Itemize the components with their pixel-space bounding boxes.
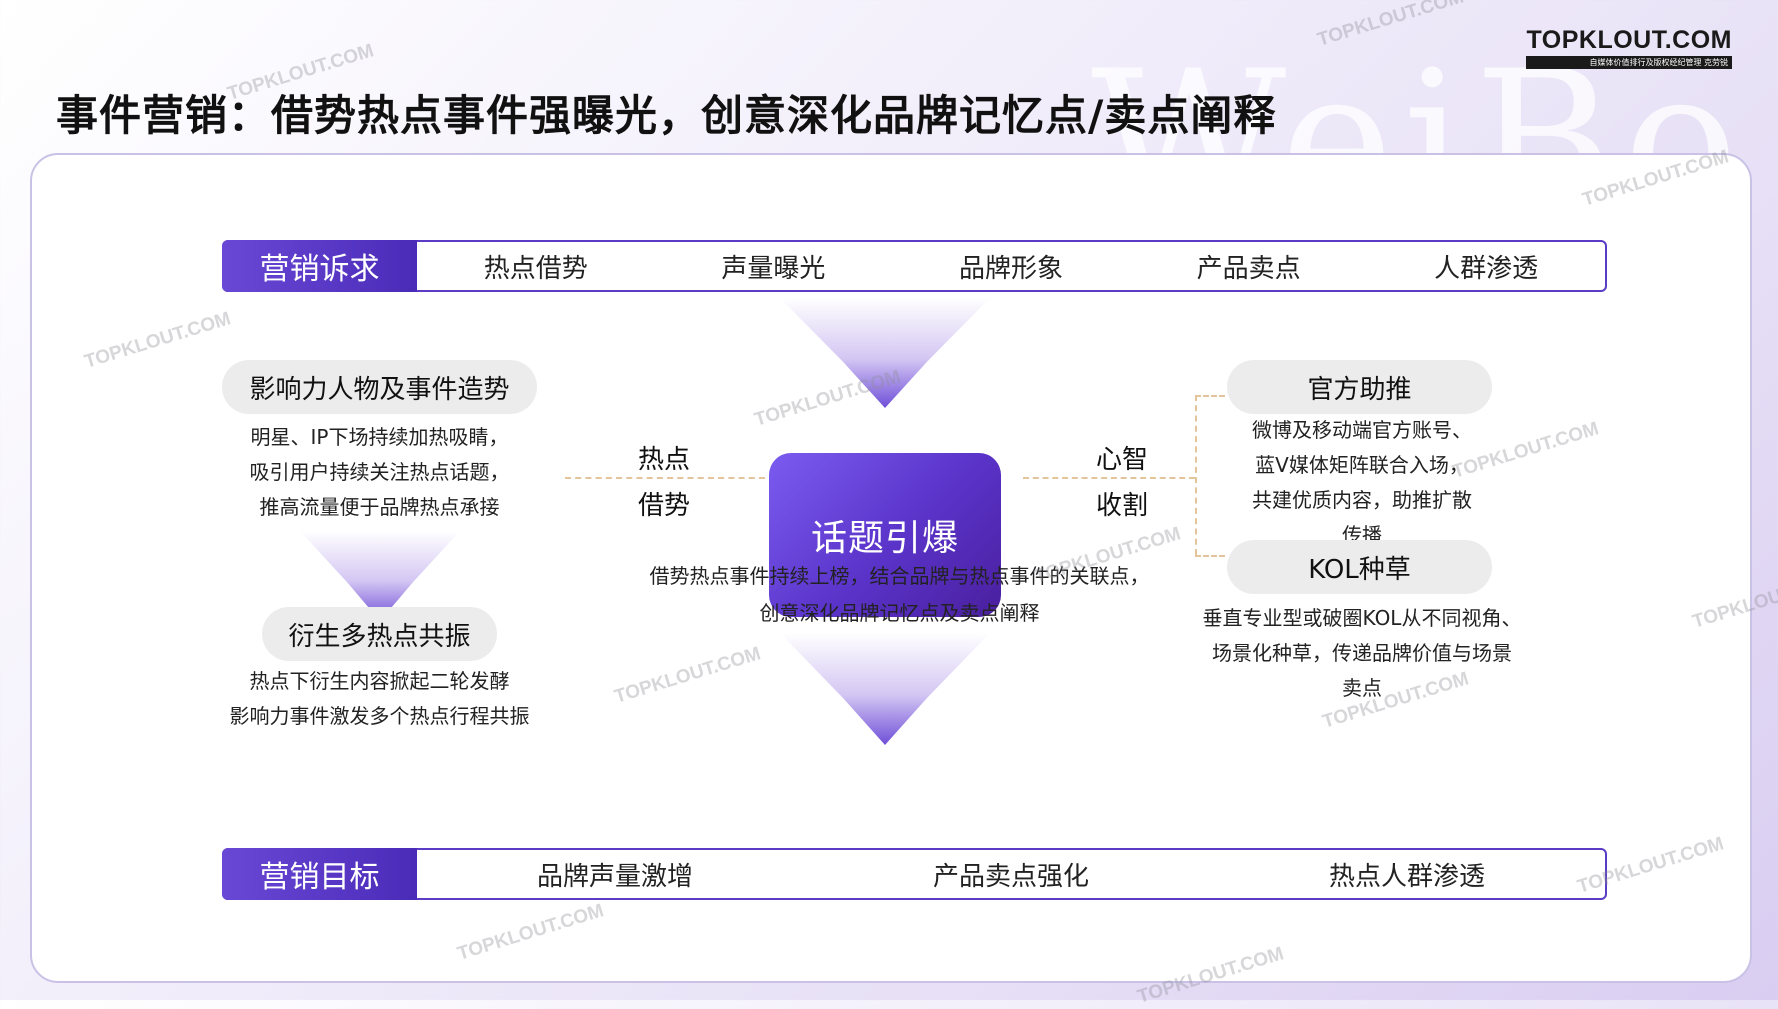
right-pill-official: 官方助推	[1227, 360, 1492, 414]
desc-line: 场景化种草，传递品牌价值与场景	[1212, 641, 1512, 665]
desc-line: 创意深化品牌记忆点及卖点阐释	[759, 601, 1040, 625]
arrow-down-bottom-icon	[780, 633, 990, 745]
desc-line: 热点下衍生内容掀起二轮发酵	[249, 669, 510, 693]
connector-right-bottom	[1195, 555, 1225, 557]
connector-right-bracket	[1195, 395, 1197, 555]
label-line: 收割	[1095, 491, 1148, 521]
logo-text: TOPKLOUT.COM	[1526, 26, 1732, 54]
desc-line: 卖点	[1342, 676, 1382, 700]
desc-line: 吸引用户持续关注热点话题，	[249, 460, 510, 484]
appeal-item: 声量曝光	[721, 253, 826, 284]
goal-label: 营销目标	[222, 848, 417, 900]
appeal-bar: 营销诉求 热点借势 声量曝光 品牌形象 产品卖点 人群渗透	[222, 240, 1607, 292]
appeal-item: 人群渗透	[1434, 253, 1539, 284]
right-pill-kol: KOL种草	[1227, 540, 1492, 594]
label-line: 热点	[637, 445, 690, 475]
left-desc-influence: 明星、IP下场持续加热吸睛， 吸引用户持续关注热点话题， 推高流量便于品牌热点承…	[222, 420, 537, 525]
appeal-item: 产品卖点	[1196, 253, 1301, 284]
appeal-item: 品牌形象	[958, 253, 1063, 284]
goal-item: 品牌声量激增	[536, 861, 693, 892]
goal-items: 品牌声量激增 产品卖点强化 热点人群渗透	[417, 856, 1605, 893]
left-pill-influence: 影响力人物及事件造势	[222, 360, 537, 414]
appeal-items: 热点借势 声量曝光 品牌形象 产品卖点 人群渗透	[417, 248, 1605, 285]
desc-line: 借势热点事件持续上榜，结合品牌与热点事件的关联点，	[649, 564, 1150, 588]
connector-right-top	[1195, 395, 1225, 397]
goal-bar: 营销目标 品牌声量激增 产品卖点强化 热点人群渗透	[222, 848, 1607, 900]
arrow-down-top-icon	[780, 298, 990, 408]
watermark: TOPKLOUT.COM	[1315, 0, 1467, 51]
appeal-label: 营销诉求	[222, 240, 417, 292]
label-line: 心智	[1095, 445, 1148, 475]
label-line: 借势	[637, 491, 690, 521]
desc-line: 垂直专业型或破圈KOL从不同视角、	[1202, 606, 1522, 630]
center-description: 借势热点事件持续上榜，结合品牌与热点事件的关联点， 创意深化品牌记忆点及卖点阐释	[592, 558, 1207, 632]
left-pill-resonance: 衍生多热点共振	[262, 607, 497, 661]
desc-line: 影响力事件激发多个热点行程共振	[229, 704, 530, 728]
logo-subtitle: 自媒体价值排行及版权经纪管理 克劳锐	[1526, 56, 1732, 69]
center-left-label: 热点 借势	[629, 437, 699, 529]
center-right-label: 心智 收割	[1087, 437, 1157, 529]
right-desc-official: 微博及移动端官方账号、 蓝V媒体矩阵联合入场， 共建优质内容，助推扩散 传播	[1212, 413, 1512, 553]
connector-right	[1023, 477, 1195, 479]
desc-line: 明星、IP下场持续加热吸睛，	[250, 425, 509, 449]
center-box-topic-explosion: 话题引爆	[769, 453, 1001, 617]
desc-line: 蓝V媒体矩阵联合入场，	[1255, 453, 1469, 477]
appeal-item: 热点借势	[483, 253, 588, 284]
desc-line: 推高流量便于品牌热点承接	[259, 495, 500, 519]
goal-item: 热点人群渗透	[1328, 861, 1485, 892]
left-desc-resonance: 热点下衍生内容掀起二轮发酵 影响力事件激发多个热点行程共振	[222, 664, 537, 734]
connector-left	[565, 477, 765, 479]
right-desc-kol: 垂直专业型或破圈KOL从不同视角、 场景化种草，传递品牌价值与场景 卖点	[1197, 601, 1527, 706]
desc-line: 共建优质内容，助推扩散	[1252, 488, 1472, 512]
goal-item: 产品卖点强化	[932, 861, 1089, 892]
diagram-card: 营销诉求 热点借势 声量曝光 品牌形象 产品卖点 人群渗透 影响力人物及事件造势…	[30, 153, 1752, 983]
page-title: 事件营销：借势热点事件强曝光，创意深化品牌记忆点/卖点阐释	[56, 91, 1277, 140]
brand-logo: TOPKLOUT.COM 自媒体价值排行及版权经纪管理 克劳锐	[1526, 26, 1732, 69]
desc-line: 微博及移动端官方账号、	[1252, 418, 1472, 442]
